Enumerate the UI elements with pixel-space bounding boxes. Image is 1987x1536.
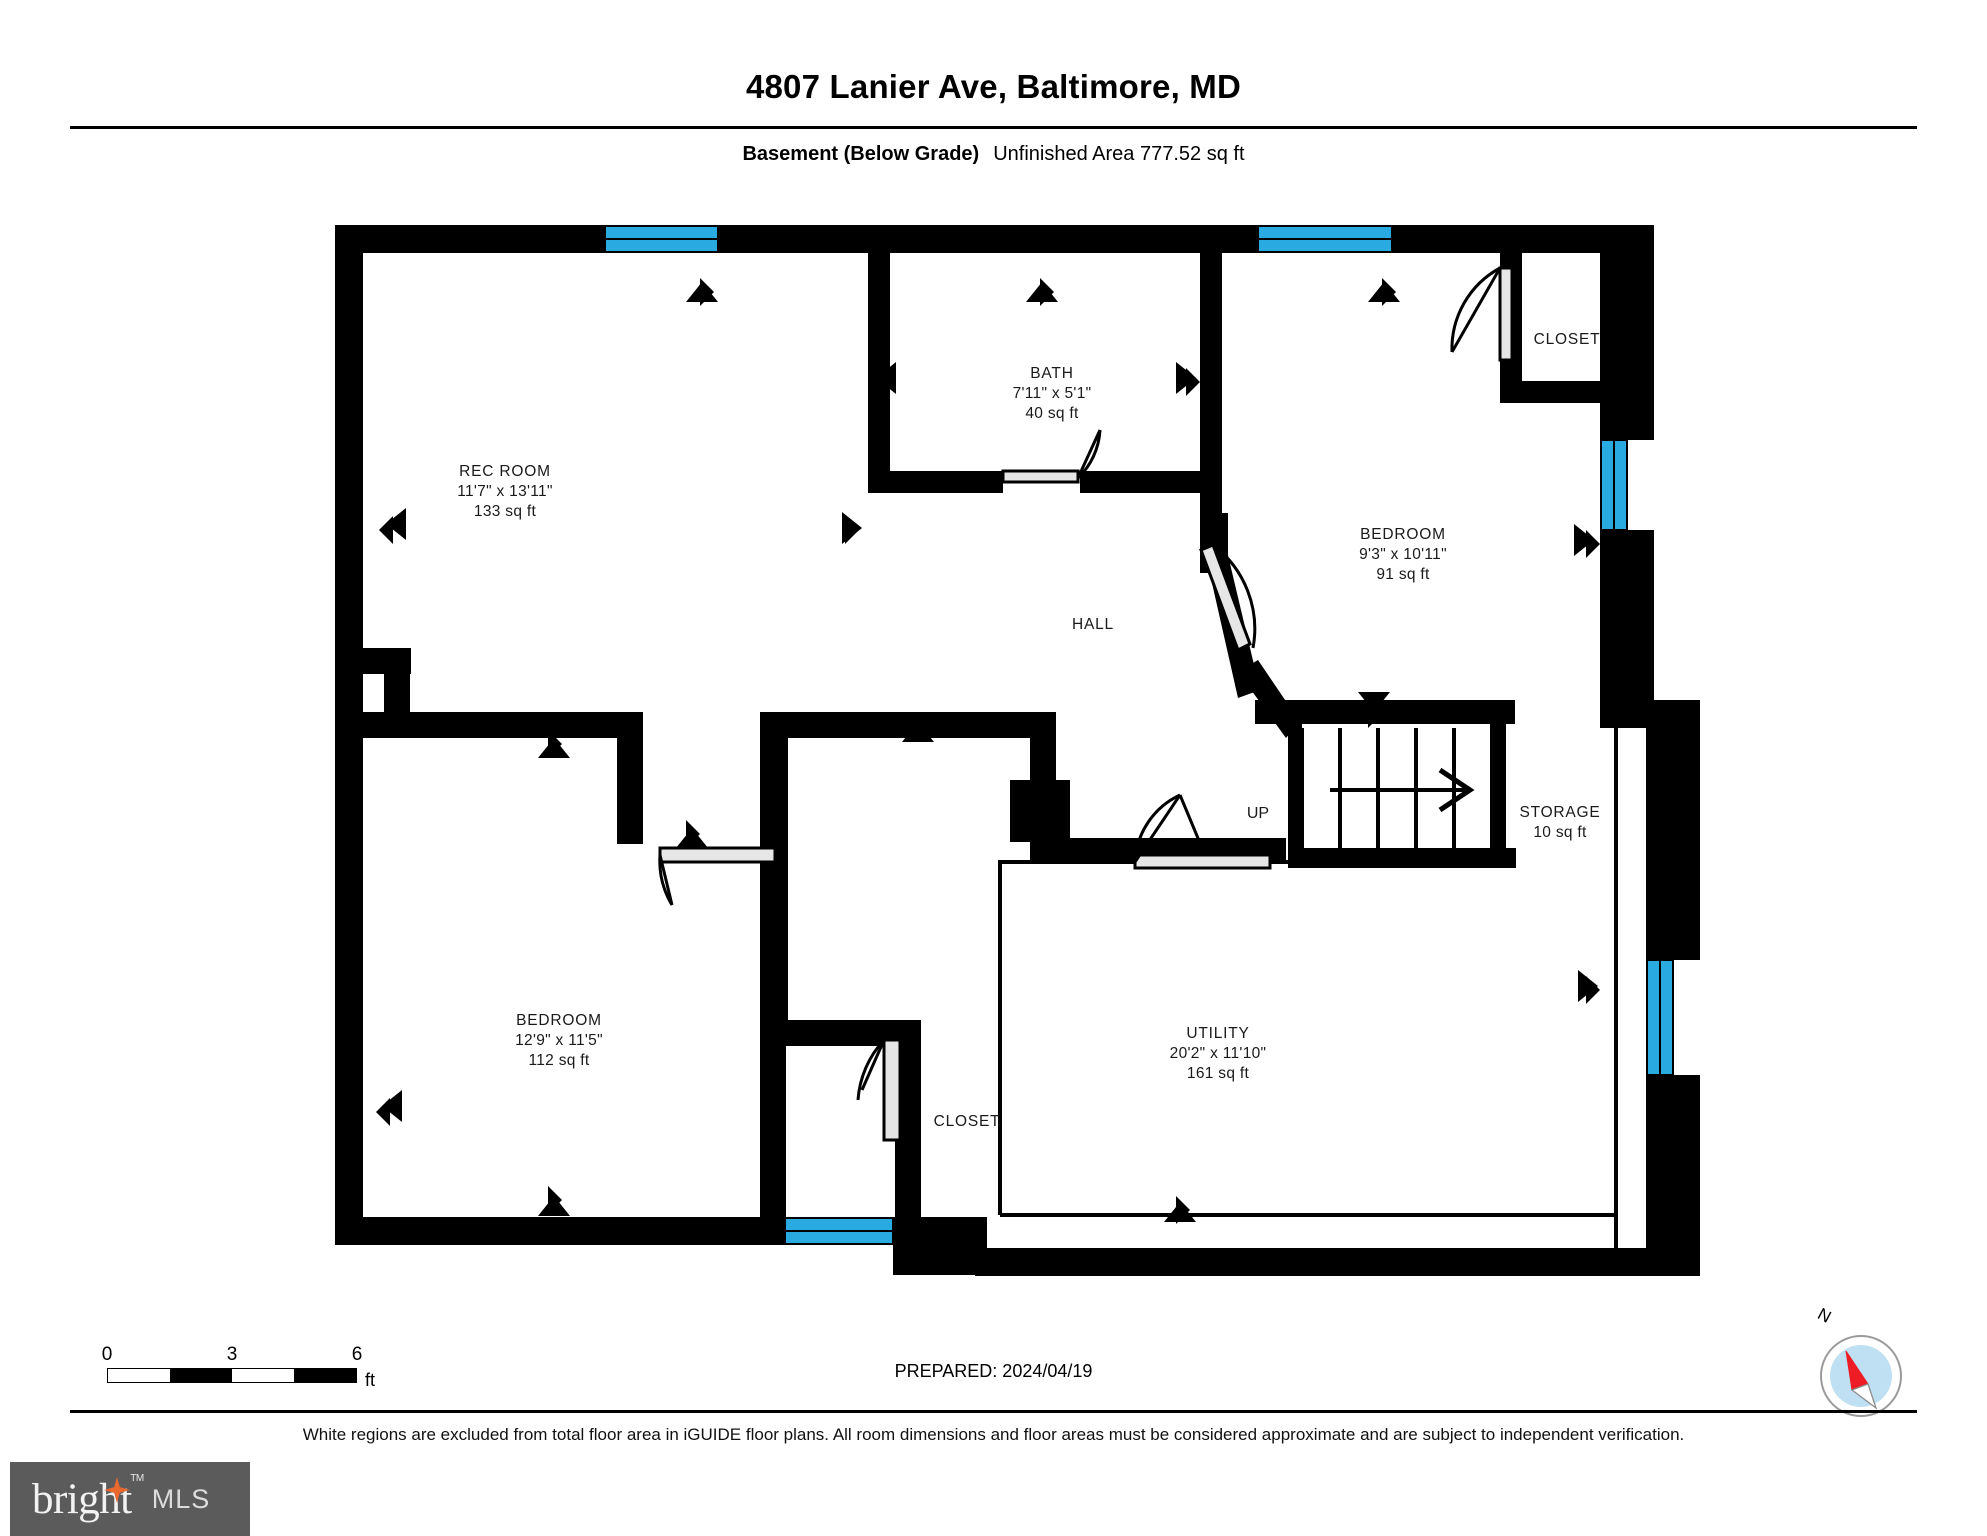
logo-suffix: MLS: [151, 1483, 211, 1514]
room-area: 91 sq ft: [1376, 566, 1430, 583]
stairs-up-label: UP: [1247, 805, 1269, 822]
room-label: STORAGE 10 sq ft: [1519, 803, 1600, 843]
room-area: 133 sq ft: [473, 503, 537, 520]
disclaimer-text: White regions are excluded from total fl…: [302, 1425, 1685, 1444]
room-name: CLOSET: [933, 1113, 1001, 1130]
page-title: 4807 Lanier Ave, Baltimore, MD: [745, 68, 1242, 105]
room-area: 40 sq ft: [1025, 405, 1079, 422]
scale-tick: 6: [351, 1344, 363, 1365]
scale-tick: 0: [101, 1344, 113, 1365]
room-label: BATH 7'11" x 5'1" 40 sq ft: [1013, 364, 1092, 424]
room-name: UTILITY: [1186, 1025, 1250, 1042]
room-label: CLOSET: [934, 1112, 1001, 1132]
room-area: 161 sq ft: [1186, 1065, 1250, 1082]
room-name: HALL: [1072, 616, 1114, 633]
scale-tick: 3: [226, 1344, 238, 1365]
scale-segment: [294, 1369, 356, 1382]
title-divider: [70, 126, 1917, 129]
room-name: REC ROOM: [459, 463, 551, 480]
area-label: Unfinished Area 777.52 sq ft: [993, 143, 1245, 165]
extent-markers: [382, 282, 1598, 1222]
room-label: UTILITY 20'2" x 11'10" 161 sq ft: [1170, 1024, 1267, 1084]
logo-trademark: TM: [130, 1472, 144, 1484]
room-label: BEDROOM 9'3" x 10'11" 91 sq ft: [1359, 525, 1447, 585]
bright-mls-logo: bright TM MLS: [10, 1462, 250, 1536]
level-label: Basement (Below Grade): [742, 143, 980, 165]
room-dimensions: 11'7" x 13'11": [457, 483, 553, 500]
compass-rose: N: [1806, 1304, 1916, 1428]
room-dimensions: 9'3" x 10'11": [1359, 546, 1447, 563]
prepared-date: PREPARED: 2024/04/19: [894, 1361, 1093, 1381]
scale-tick-labels: 0 3 6: [102, 1344, 363, 1368]
windows: [604, 225, 1674, 1245]
scale-bar-graphic: [107, 1368, 357, 1383]
room-name: STORAGE: [1519, 804, 1601, 821]
scale-bar: 0 3 6 ft: [102, 1344, 375, 1390]
floor-fills: [335, 225, 1635, 1265]
compass-needle-south: [1850, 1383, 1878, 1410]
scale-segment: [170, 1369, 232, 1382]
room-dimensions: 12'9" x 11'5": [515, 1032, 603, 1049]
room-label: CLOSET: [1534, 330, 1601, 350]
footer-divider: [70, 1410, 1917, 1413]
room-label: HALL: [1072, 615, 1114, 635]
stairs-direction-arrow: [1330, 767, 1475, 813]
room-area: 10 sq ft: [1533, 824, 1587, 841]
logo-brand-text: bright TM: [32, 1473, 144, 1524]
doors: [658, 266, 1514, 1142]
room-name: BEDROOM: [1360, 526, 1446, 543]
room-dimensions: 7'11" x 5'1": [1012, 385, 1092, 402]
room-name: CLOSET: [1533, 331, 1601, 348]
room-label: BEDROOM 12'9" x 11'5" 112 sq ft: [515, 1011, 603, 1071]
room-area: 112 sq ft: [528, 1052, 590, 1069]
room-dimensions: 20'2" x 11'10": [1169, 1045, 1267, 1062]
star-icon: [103, 1476, 130, 1503]
room-name: BATH: [1030, 365, 1074, 382]
room-name: BEDROOM: [516, 1012, 602, 1029]
room-label: REC ROOM 11'7" x 13'11" 133 sq ft: [457, 462, 553, 522]
exterior-walls: [335, 225, 1700, 1276]
floor-subtitle: Basement (Below Grade) Unfinished Area 77…: [0, 143, 1987, 166]
scale-unit-label: ft: [365, 1370, 376, 1390]
